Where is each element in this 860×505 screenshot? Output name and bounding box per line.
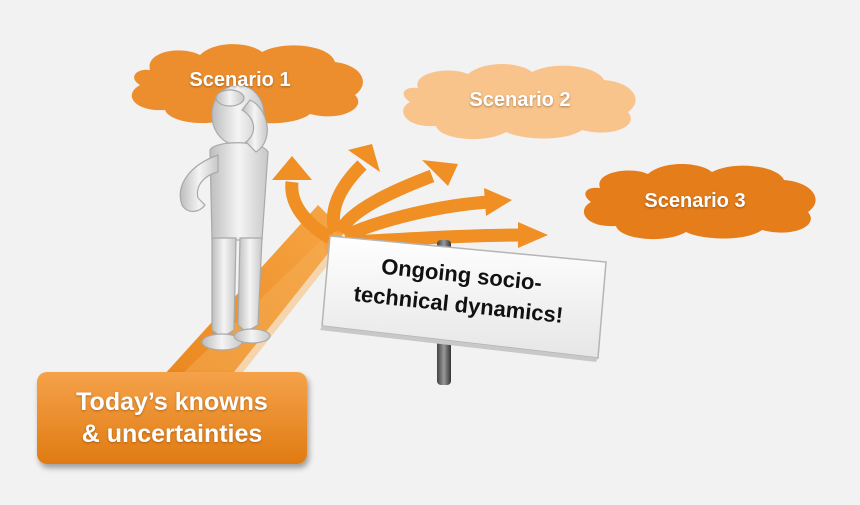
arrowheads <box>272 144 548 248</box>
knowns-line-2: & uncertainties <box>81 420 263 448</box>
scenario-2-cloud <box>403 64 636 140</box>
scenario-2-label: Scenario 2 <box>469 88 571 111</box>
scenario-1-cloud <box>131 44 363 124</box>
scenario-3-label: Scenario 3 <box>644 189 746 212</box>
scenario-3-cloud <box>583 164 816 240</box>
knowns-line-1: Today’s knowns <box>76 388 268 416</box>
signpost-icon <box>320 235 607 385</box>
knowns-uncertainties-box: Today’s knowns & uncertainties <box>37 372 307 464</box>
thinking-person-icon <box>179 84 271 351</box>
scenario-1-label: Scenario 1 <box>189 68 291 91</box>
